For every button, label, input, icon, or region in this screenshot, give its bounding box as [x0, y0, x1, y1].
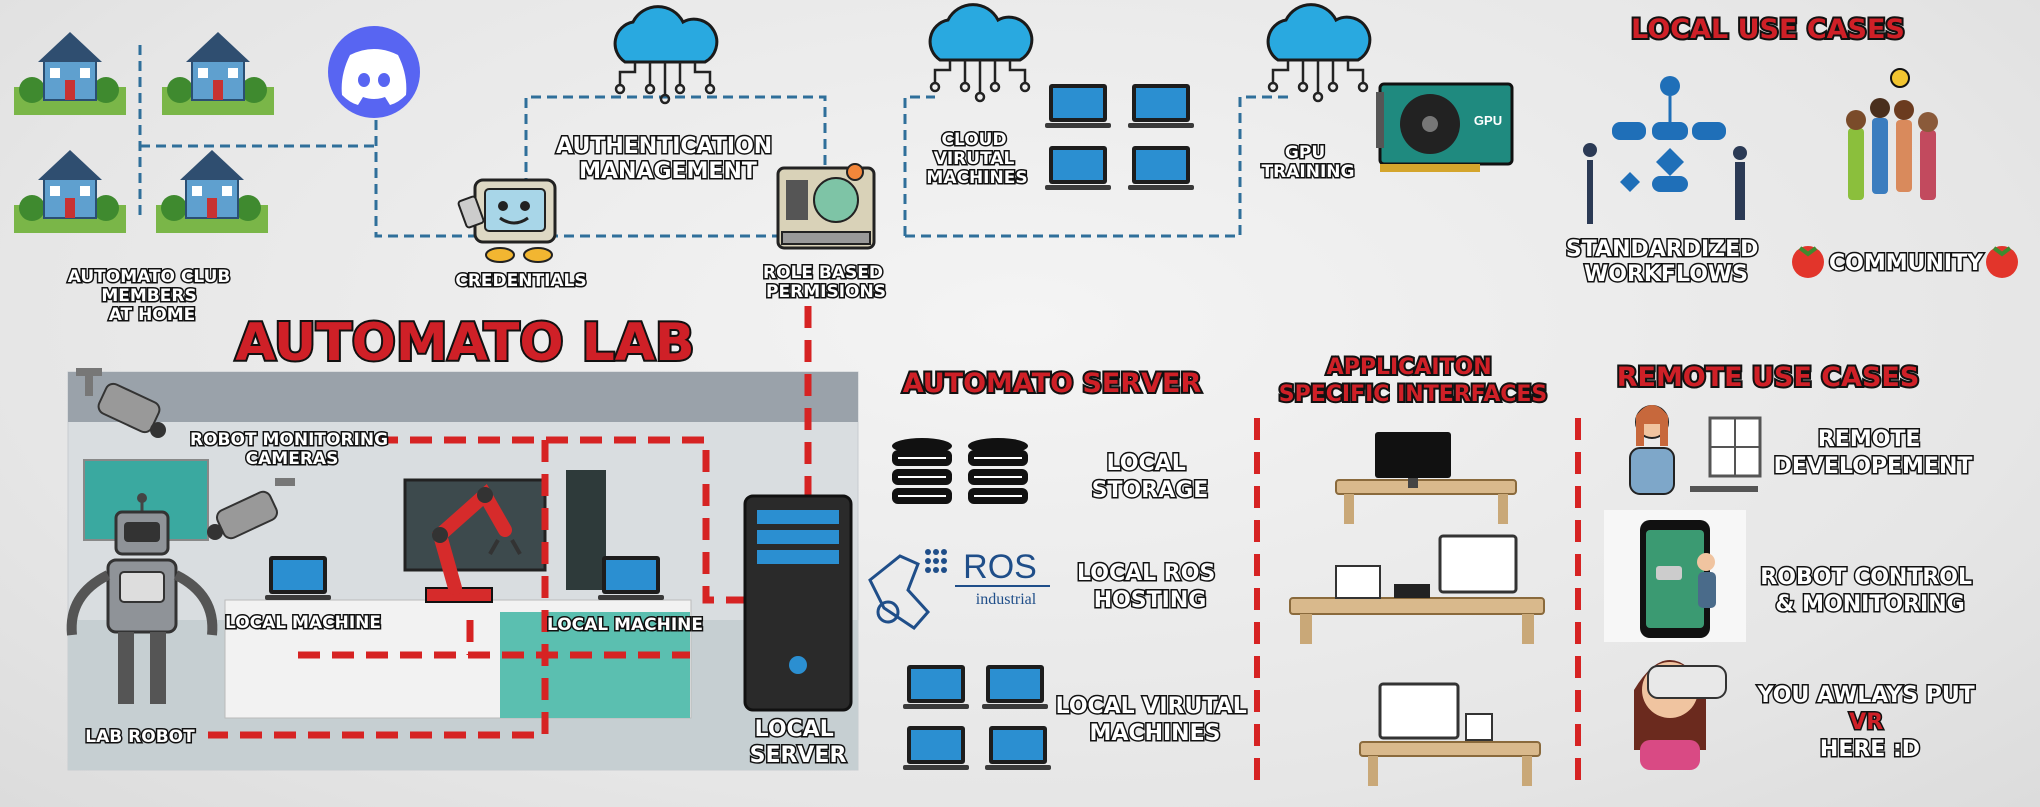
house-icon: [13, 149, 127, 234]
gpu-label: GPU TRAINING: [1262, 143, 1355, 182]
cloud-vms: CLOUD VIRUTAL MACHINES: [925, 3, 1194, 190]
cloud-vm-label: CLOUD VIRUTAL MACHINES: [926, 130, 1027, 188]
lab-links: [208, 306, 812, 739]
network-links: [374, 95, 1290, 238]
house-icon: [161, 31, 275, 116]
house-icon: [13, 31, 127, 116]
remote-use-title: REMOTE USE CASES: [1617, 362, 1920, 393]
credentials-label: CREDENTIALS: [455, 271, 586, 291]
cloud-icon: [928, 3, 1034, 103]
laptop-icon: [903, 665, 969, 709]
discord-icon[interactable]: [328, 26, 420, 118]
credentials-mascot: CREDENTIALS: [454, 178, 588, 293]
local-use-title: LOCAL USE CASES: [1631, 14, 1905, 45]
house-icon: [155, 149, 269, 234]
desk-setup-2: [1289, 534, 1545, 644]
community-label: COMMUNITY: [1829, 251, 1984, 276]
robot-control-illustration: [1604, 510, 1746, 642]
home-label: AUTOMATO CLUB MEMBERS AT HOME: [68, 267, 237, 325]
local-use-cases: LOCAL USE CASES STANDARDIZED WORKFLOWS: [1564, 12, 2018, 289]
gpu-training: GPU TRAINING GPU: [1260, 3, 1514, 184]
robot-icon: [66, 493, 218, 704]
auth-label: AUTHENTICATION MANAGEMENT: [556, 134, 780, 184]
camera-icon: [207, 478, 295, 540]
interfaces-title: APPLICAITON SPECIFIC INTERFACES: [1279, 355, 1547, 407]
vr-headset-icon: [1634, 660, 1727, 770]
cloud-icon: [613, 5, 719, 105]
robot-arm-icon: [425, 484, 522, 603]
workflows-label: STANDARDIZED WORKFLOWS: [1566, 237, 1766, 287]
desk-setup-1: [1335, 432, 1517, 525]
role-label: ROLE BASED PERMISIONS: [763, 263, 889, 302]
camera-icon: [76, 368, 166, 438]
auth-cloud: AUTHENTICATION MANAGEMENT: [555, 5, 780, 186]
svg-text:GPU: GPU: [1474, 113, 1502, 128]
robot-control-label: ROBOT CONTROL & MONITORING: [1760, 565, 1979, 617]
vm-label: LOCAL VIRUTAL MACHINES: [1056, 694, 1255, 746]
vr-label: YOU AWLAYS PUT VR HERE :D: [1757, 683, 1983, 762]
laptop-icon: [985, 726, 1051, 770]
ros-label: LOCAL ROS HOSTING: [1077, 561, 1223, 613]
remote-dev-illustration: [1629, 405, 1762, 495]
laptop-icon: [1128, 84, 1194, 128]
gpu-card-icon: GPU: [1376, 82, 1514, 172]
database-icon: [967, 437, 1029, 505]
ros-logo: ROS industrial: [868, 548, 1050, 630]
local-machine-right-label: LOCAL MACHINE: [547, 615, 703, 635]
svg-text:ROS: ROS: [963, 548, 1037, 586]
server-label: LOCAL SERVER: [750, 717, 847, 768]
storage-label: LOCAL STORAGE: [1092, 451, 1209, 503]
desk-setup-3: [1359, 682, 1541, 787]
database-icon: [891, 437, 953, 505]
laptop-icon: [598, 556, 664, 600]
people-icon: [1846, 68, 1938, 200]
home-cluster: AUTOMATO CLUB MEMBERS AT HOME: [13, 31, 376, 327]
server-tower-icon: [743, 494, 853, 712]
laptop-icon: [982, 665, 1048, 709]
local-machine-left-label: LOCAL MACHINE: [225, 613, 381, 633]
svg-text:industrial: industrial: [976, 591, 1037, 608]
laptop-icon: [1045, 84, 1111, 128]
laptop-icon: [903, 726, 969, 770]
flowchart-icon: [1583, 76, 1747, 224]
robot-label: LAB ROBOT: [85, 727, 195, 747]
server-title: AUTOMATO SERVER: [903, 368, 1202, 399]
cloud-icon: [1266, 3, 1372, 103]
laptop-icon: [1045, 146, 1111, 190]
laptop-icon: [265, 556, 331, 600]
lab-title: AUTOMATO LAB: [235, 313, 694, 373]
laptop-icon: [1128, 146, 1194, 190]
remote-dev-label: REMOTE DEVELOPEMENT: [1774, 427, 1973, 479]
tomato-icon: [1792, 246, 1824, 278]
role-based-mascot: ROLE BASED PERMISIONS: [762, 163, 889, 304]
tomato-icon: [1986, 246, 2018, 278]
lab-scene: [67, 371, 859, 771]
cameras-label: ROBOT MONITORING CAMERAS: [190, 430, 394, 469]
